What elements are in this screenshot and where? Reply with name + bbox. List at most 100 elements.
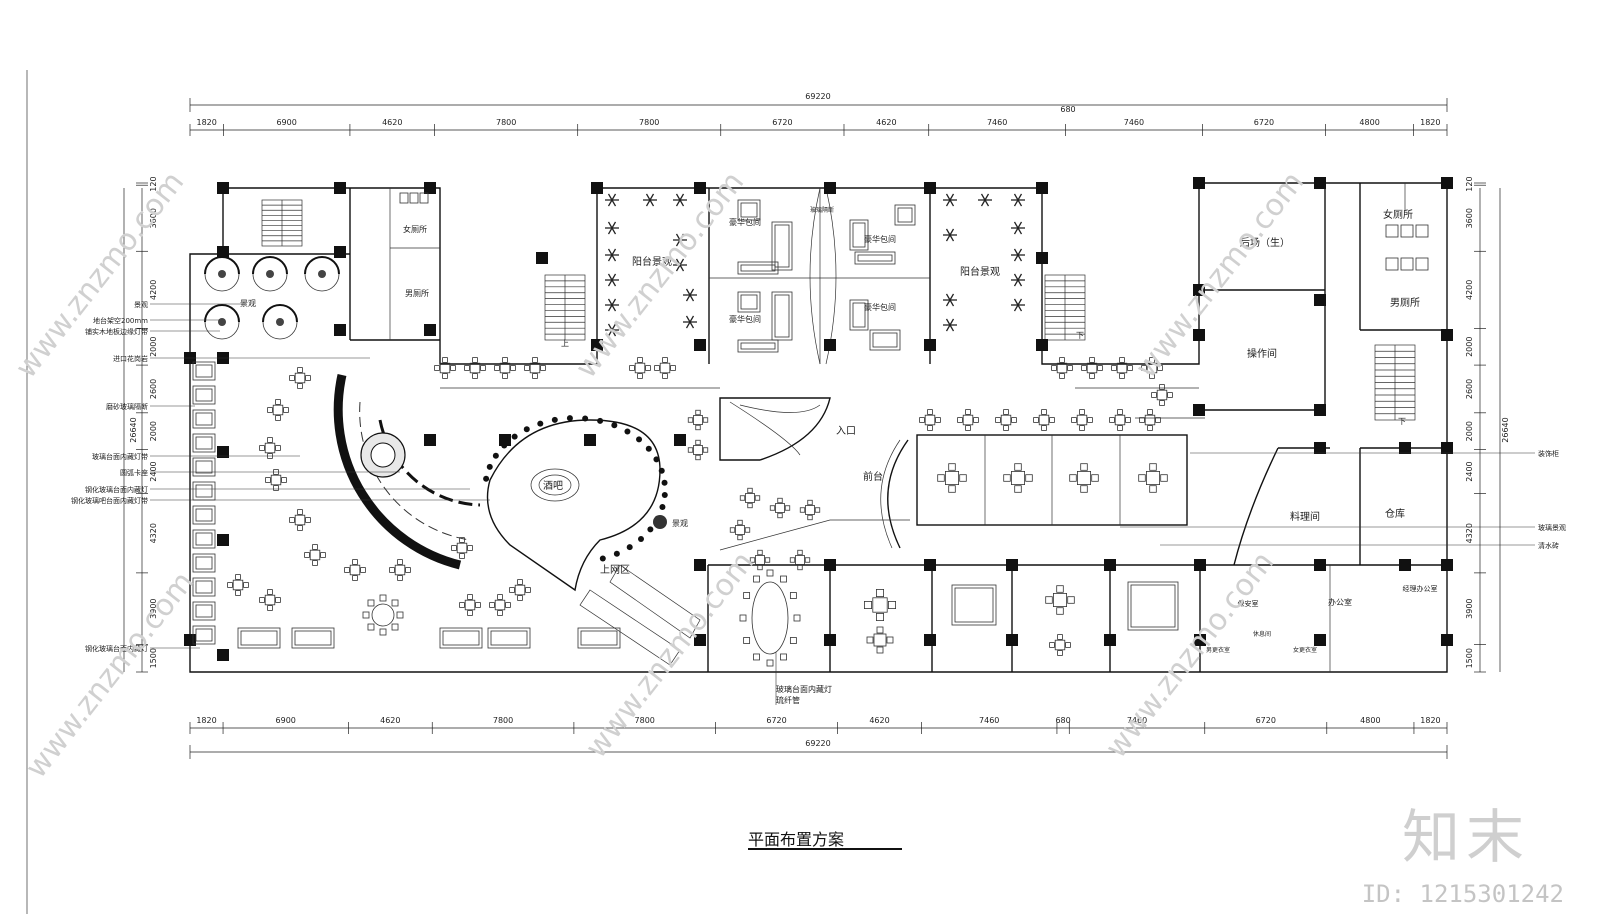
chair [532, 373, 538, 379]
plant [675, 233, 681, 241]
plant [679, 233, 685, 241]
plant [675, 258, 681, 266]
dining-table [805, 505, 815, 515]
chair [281, 477, 287, 483]
left-annotation: 进口花岗岩 [113, 354, 148, 363]
chair [1097, 365, 1103, 371]
dimension-value: 7800 [493, 716, 513, 725]
left-total-dimension: 26640 [129, 417, 138, 442]
spiral-staircase [719, 397, 831, 461]
chair [1059, 357, 1065, 363]
chair [754, 495, 761, 501]
chair [362, 611, 370, 619]
column [1441, 559, 1453, 571]
plant [607, 221, 613, 229]
chair [739, 495, 746, 501]
stair-up-label: 上 [561, 339, 569, 348]
chair [391, 623, 399, 631]
left-annotations: 景观地台架空200mm铺实木地板边缘灯带进口花岗岩磨砂玻璃隔断玻璃台面内藏灯带圆… [71, 301, 490, 653]
manager-office-label: 经理办公室 [1403, 584, 1438, 593]
plant [949, 293, 955, 301]
plant [685, 315, 691, 323]
column [591, 339, 603, 351]
chair [517, 579, 523, 585]
chair [1069, 474, 1077, 482]
chair [524, 365, 530, 371]
column [1314, 559, 1326, 571]
chair [749, 557, 756, 563]
chair [1119, 373, 1125, 379]
chair [1087, 417, 1093, 423]
bar-stool [661, 491, 668, 498]
chair [777, 497, 783, 504]
chair [275, 445, 281, 451]
chair [297, 383, 303, 389]
chair [297, 509, 303, 515]
stair-north-right: 下 [1044, 274, 1086, 341]
dining-table [264, 442, 276, 454]
chair [1139, 417, 1145, 423]
wc-fixture [1385, 224, 1399, 238]
sofa [192, 625, 216, 645]
dining-table [294, 372, 306, 384]
plant [611, 199, 617, 207]
sofa [849, 219, 869, 251]
column [334, 246, 346, 258]
chair [312, 544, 318, 550]
column [217, 246, 229, 258]
wc-fixture [1400, 257, 1414, 271]
chair [1089, 373, 1095, 379]
dining-table [795, 555, 805, 565]
chair [494, 365, 500, 371]
dining-table [270, 474, 282, 486]
bar-stool [492, 452, 499, 459]
chair [289, 517, 295, 523]
landscape-label-west: 景观 [240, 299, 256, 308]
sofa [771, 221, 793, 271]
left-annotation: 地台架空200mm [93, 316, 148, 325]
chair [450, 365, 456, 371]
plant [607, 323, 613, 331]
landscape-spot: 景观 [653, 515, 688, 529]
bar-stool [613, 550, 620, 557]
chair [1003, 425, 1009, 431]
chair [687, 417, 694, 423]
front-desk-label: 前台 [863, 470, 883, 483]
dining-table [232, 579, 244, 591]
plant [679, 264, 685, 272]
plant [1013, 298, 1019, 306]
dining-table [494, 599, 506, 611]
plant [611, 279, 617, 287]
corridor-glass-label: 玻璃隔断 [810, 206, 834, 214]
chair [235, 574, 241, 580]
column [694, 559, 706, 571]
bar-stool [483, 475, 490, 482]
chair [1147, 425, 1153, 431]
chair [670, 365, 676, 371]
dimension-value: 7460 [987, 118, 1007, 127]
dining-table [735, 525, 745, 535]
dimension-value: 1820 [1420, 118, 1440, 127]
staff-room-label: 休息间 [1253, 630, 1271, 638]
chair [888, 601, 897, 610]
plant [611, 273, 617, 281]
wc-fixture [419, 192, 429, 204]
column [1314, 442, 1326, 454]
dining-table [1077, 470, 1092, 485]
plant [675, 264, 681, 272]
chair [1160, 474, 1168, 482]
plant [1013, 199, 1019, 207]
sofa [737, 339, 779, 353]
sofa [192, 433, 216, 453]
chair [789, 592, 797, 599]
plant [645, 193, 651, 201]
sofa [849, 299, 869, 331]
online-area-label: 上网区 [600, 564, 630, 576]
column [824, 634, 836, 646]
dimension-value: 2000 [149, 421, 158, 441]
sofa [192, 457, 216, 477]
dimension-value: 2000 [1465, 337, 1474, 357]
